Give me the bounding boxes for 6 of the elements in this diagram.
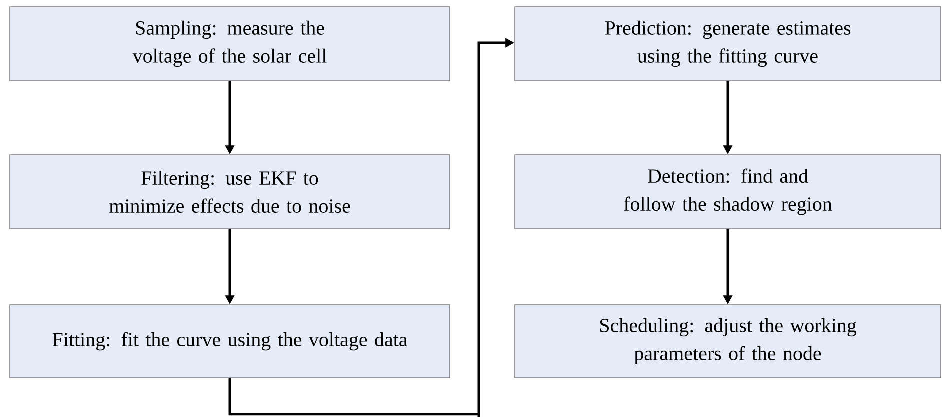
process-box: Prediction: generate estimates using the fitting curve: [514, 6, 942, 82]
process-box: Scheduling: adjust the working parameters of the node: [514, 304, 942, 378]
process-box: Fitting: fit the curve using the voltage data: [10, 304, 450, 378]
process-box: Sampling: measure the voltage of the solar cell: [10, 6, 450, 82]
process-box: Filtering: use EKF to minimize effects due to noise: [10, 154, 450, 230]
process-box: Detection: find and follow the shadow region: [514, 154, 942, 230]
